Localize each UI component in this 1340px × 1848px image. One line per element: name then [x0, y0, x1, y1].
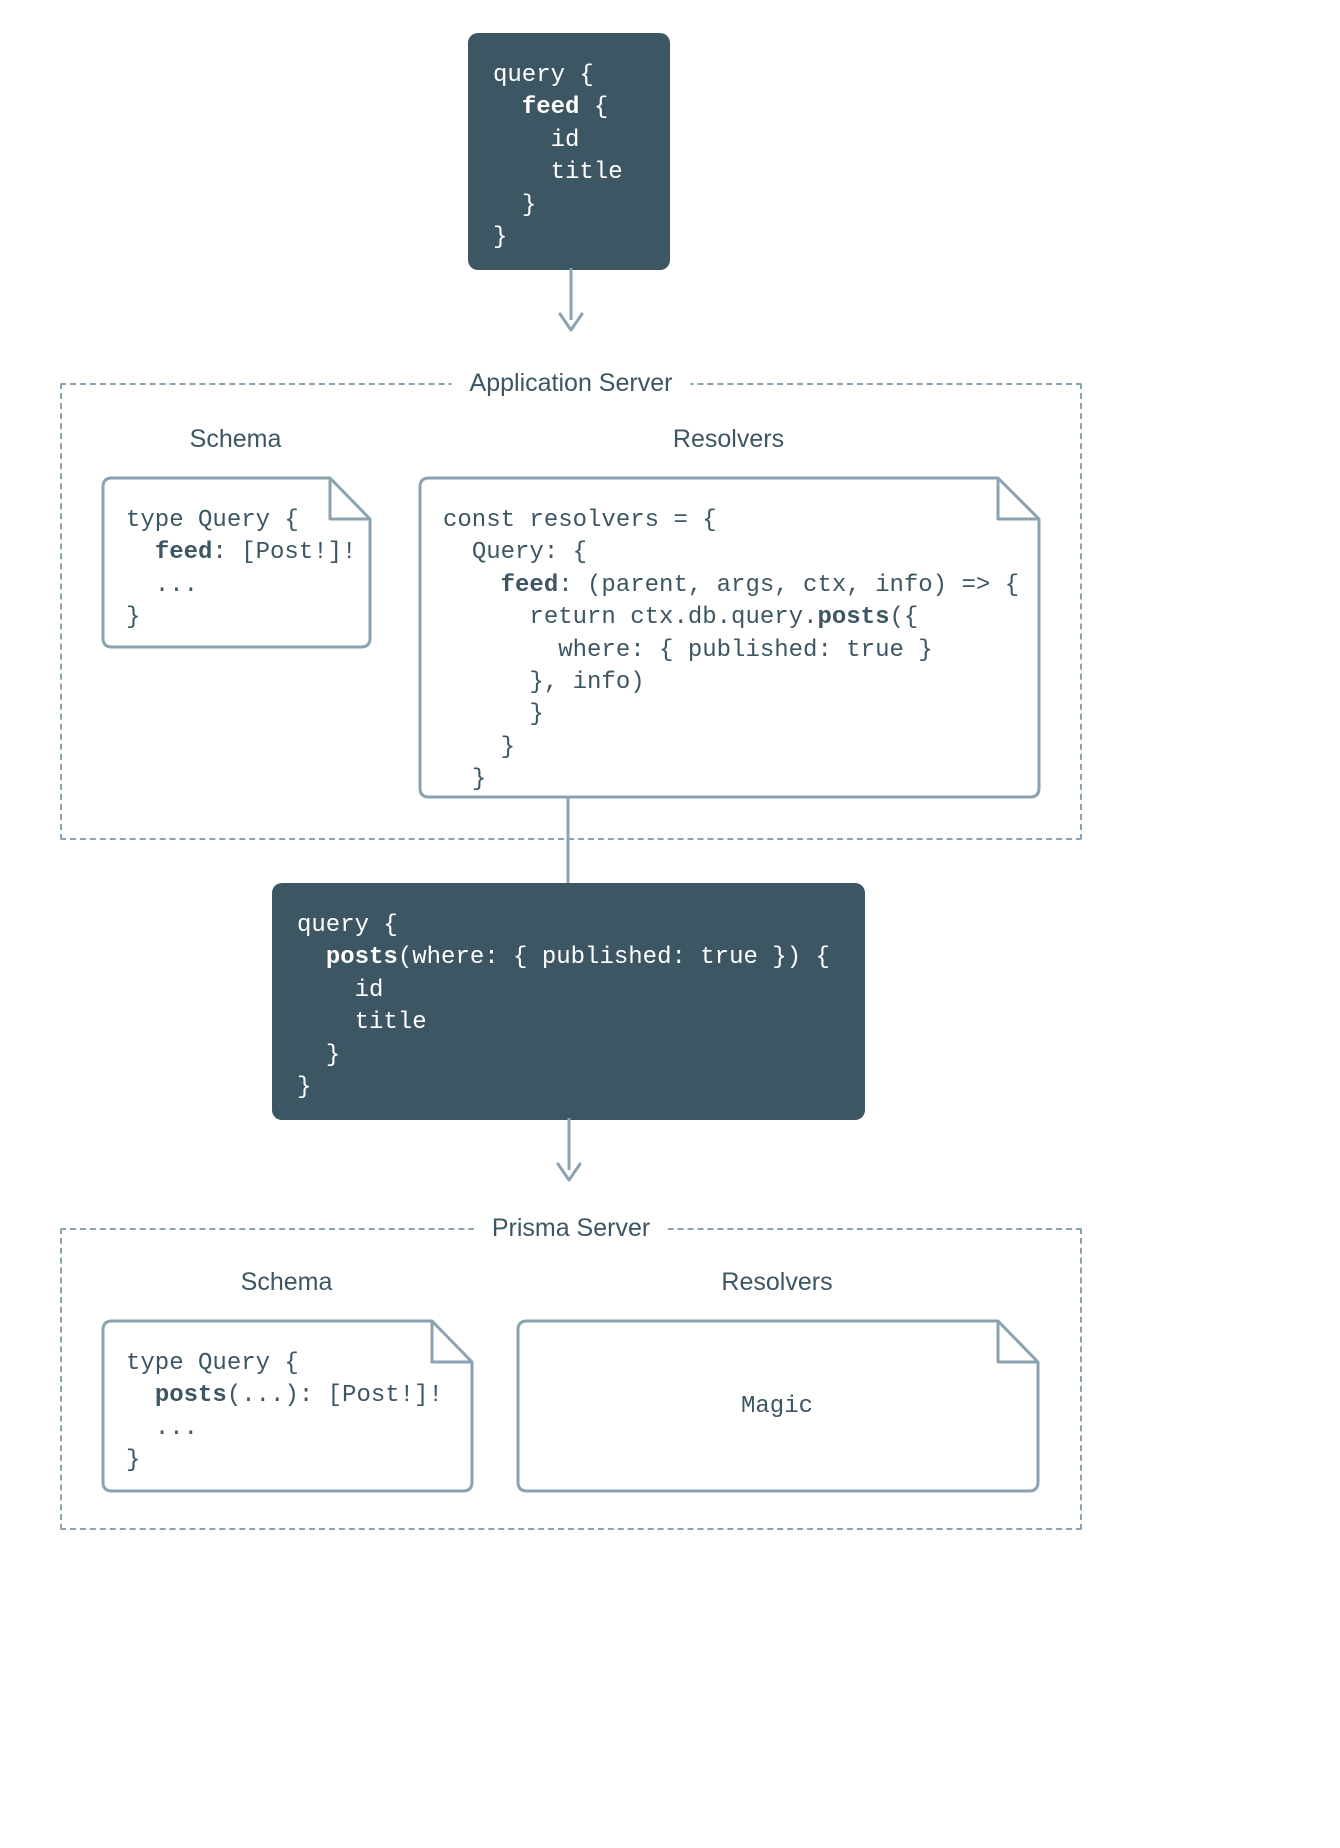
- app-schema-note-wrap: Schema type Query { feed: [Post!]! ... }: [98, 425, 373, 650]
- prisma-resolvers-note-wrap: Resolvers Magic: [513, 1268, 1041, 1494]
- connector-prisma-query-to-prisma-server: [554, 1118, 584, 1184]
- app-resolvers-note-wrap: Resolvers const resolvers = { Query: { f…: [415, 425, 1042, 800]
- prisma-resolvers-note: Magic: [513, 1318, 1041, 1494]
- prisma-resolvers-magic-text: Magic: [740, 1392, 813, 1420]
- app-resolvers-code: const resolvers = { Query: { feed: (pare…: [443, 507, 1020, 794]
- prisma-server-group: Prisma Server: [60, 1214, 1082, 1530]
- prisma-query-box: query { posts(where: { published: true }…: [272, 883, 865, 1120]
- connector-client-to-app-server: [556, 268, 586, 334]
- prisma-schema-code: type Query { posts(...): [Post!]! ... }: [126, 1350, 443, 1475]
- prisma-resolvers-label: Resolvers: [721, 1268, 833, 1296]
- app-resolvers-label: Resolvers: [672, 425, 785, 453]
- connector-resolvers-to-prisma-query: [565, 798, 571, 886]
- app-schema-code: type Query { feed: [Post!]! ... }: [126, 507, 357, 632]
- prisma-schema-label: Schema: [240, 1268, 333, 1296]
- prisma-schema-note: type Query { posts(...): [Post!]! ... }: [98, 1318, 475, 1494]
- app-schema-note: type Query { feed: [Post!]! ... }: [98, 475, 373, 650]
- prisma-server-title: Prisma Server: [473, 1214, 669, 1243]
- client-query-box: query { feed { id title } }: [468, 33, 670, 270]
- prisma-schema-note-wrap: Schema type Query { posts(...): [Post!]!…: [98, 1268, 475, 1494]
- app-resolvers-note: const resolvers = { Query: { feed: (pare…: [415, 475, 1042, 800]
- app-schema-label: Schema: [189, 425, 282, 453]
- prisma-query-code: query { posts(where: { published: true }…: [297, 912, 830, 1101]
- application-server-group: Application Server: [60, 369, 1082, 840]
- application-server-title: Application Server: [451, 369, 691, 398]
- client-query-code: query { feed { id title } }: [493, 62, 623, 251]
